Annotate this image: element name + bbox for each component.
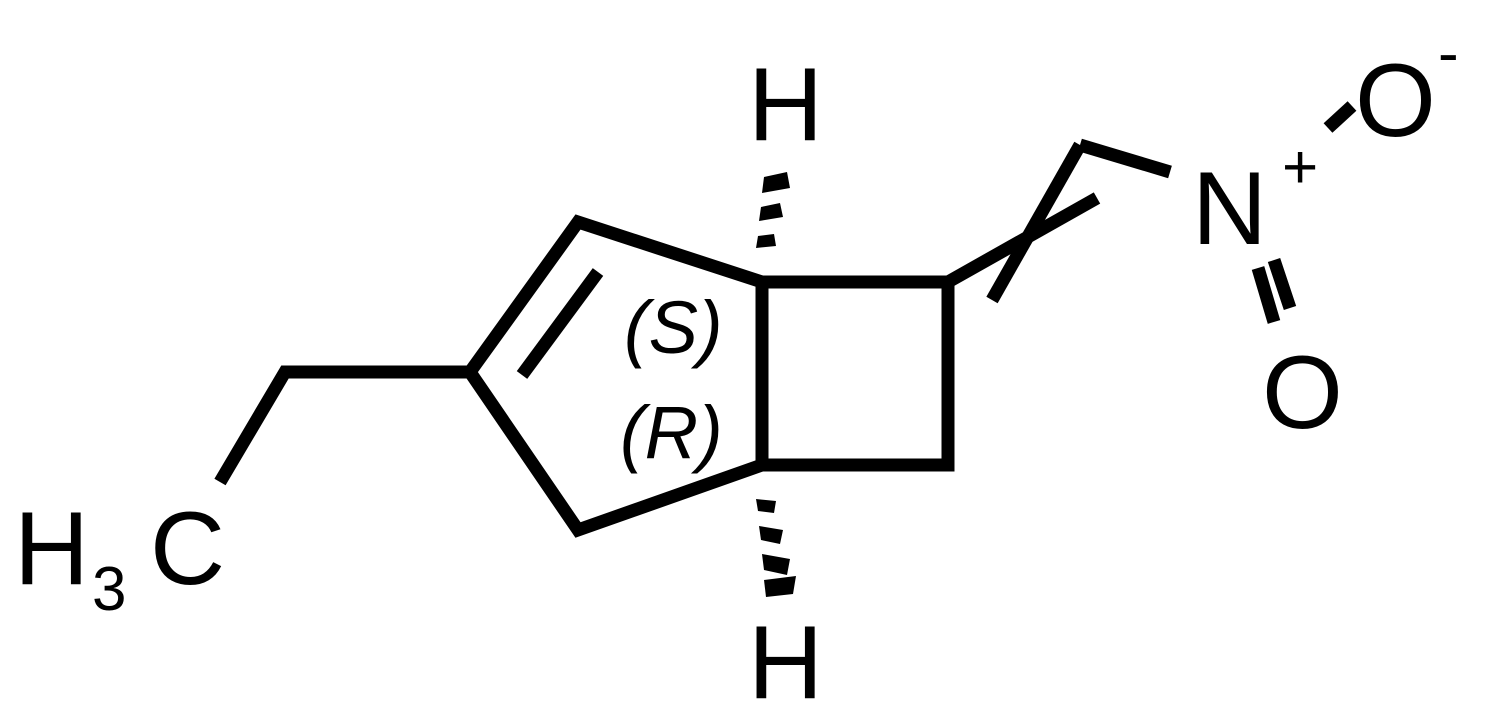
bond-n-o-double-1 [1251,266,1281,324]
atom-h-top: H [748,47,823,163]
atom-oxygen-anion: O [1355,43,1436,159]
bond-exocyclic-b [986,141,1086,304]
bond-cyclopentene-ring [462,214,769,538]
hashed-wedge-bottom [756,499,796,597]
stereo-label-s: (S) [624,286,723,369]
bond-n-o-single [1323,101,1357,133]
atom-nitrogen: N [1192,151,1267,267]
bond-ch-n [1078,138,1172,179]
stereo-label-r: (R) [620,391,723,474]
bond-ethyl [214,365,470,486]
bond-n-o-double-2 [1267,257,1297,311]
bond-cyclobutane [762,275,955,472]
bond-ring-double-inner [516,268,604,379]
atom-subscript-3: 3 [92,555,126,624]
atom-h-bottom: H [748,605,823,709]
hashed-wedge-top [756,172,790,248]
atom-c-methyl: C [150,491,225,607]
atom-h-methyl: H [14,491,89,607]
nitrogen-charge: + [1282,133,1318,202]
atom-oxygen: O [1262,335,1343,451]
oxygen-charge: - [1438,19,1459,88]
